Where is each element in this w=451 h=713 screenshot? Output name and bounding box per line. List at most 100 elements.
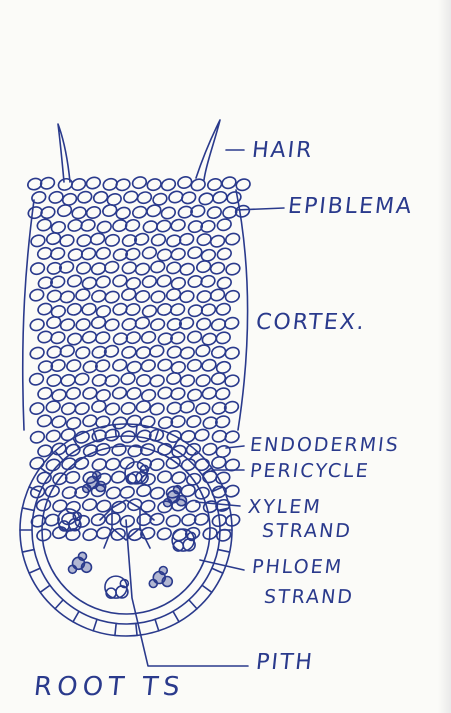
cortex-cell xyxy=(224,232,241,247)
cortex-cell xyxy=(134,289,151,304)
cortex-cell xyxy=(216,217,233,232)
cortex-cell xyxy=(156,248,173,263)
phloem-strand xyxy=(149,567,172,588)
cortex-cell xyxy=(170,247,187,262)
cortex-cell xyxy=(149,486,166,501)
root-outline-right xyxy=(236,190,248,430)
cortex-cell xyxy=(48,190,65,205)
cortex-cell xyxy=(104,233,121,248)
endodermis-cell-wall xyxy=(155,429,159,440)
endodermis-cell-wall xyxy=(115,623,116,635)
cortex-cell xyxy=(165,261,182,276)
cortex-cell xyxy=(111,416,128,431)
cortex-cell xyxy=(215,302,232,317)
cortex-cell xyxy=(156,469,173,484)
cortex-cell xyxy=(52,498,69,513)
label-xylem-2: STRAND xyxy=(261,520,353,542)
cortex-cell xyxy=(194,428,211,443)
cortex-cell xyxy=(85,176,102,191)
cortex-cell xyxy=(36,413,53,428)
cortex-cell xyxy=(111,358,128,373)
cortex-cell xyxy=(140,358,157,373)
cortex-cell xyxy=(105,486,122,501)
caption-root-ts: ROOT TS xyxy=(32,672,186,702)
cortex-cell xyxy=(28,288,45,303)
cortex-cell xyxy=(65,386,82,401)
root-hair-right xyxy=(196,120,220,180)
cortex-cell xyxy=(126,414,143,429)
cortex-cell xyxy=(75,261,92,276)
cortex-cell xyxy=(120,401,137,416)
cortex-cell xyxy=(74,287,91,302)
cortex-cell xyxy=(45,429,62,444)
endodermis-cell-wall xyxy=(155,619,159,630)
cortex-cell xyxy=(66,332,83,347)
cortex-cell xyxy=(111,442,128,457)
endodermis-cell-wall xyxy=(40,585,50,592)
cortex-cell xyxy=(224,513,241,528)
cortex-cell xyxy=(195,317,212,332)
cortex-cell xyxy=(85,205,102,220)
cortex-cell xyxy=(60,373,77,388)
cortex-cell xyxy=(90,512,107,527)
label-endodermis: ENDODERMIS xyxy=(249,434,401,456)
cortex-cell xyxy=(29,430,46,445)
label-pith: PITH xyxy=(255,650,315,675)
endodermis-cell-wall xyxy=(22,550,34,552)
cortex-cell xyxy=(81,276,98,291)
cortex-cell xyxy=(186,245,203,260)
endodermis-cell-wall xyxy=(173,611,179,621)
endodermis-cell-wall xyxy=(55,600,63,609)
label-hair: HAIR xyxy=(251,138,315,163)
endodermis-cell-wall xyxy=(218,550,230,552)
label-cortex: CORTEX. xyxy=(255,310,367,335)
cortex-cell xyxy=(186,358,203,373)
phloem-strand xyxy=(164,486,187,507)
cortex-cell xyxy=(216,247,233,262)
cortex-cell xyxy=(148,344,165,359)
cortex-cell xyxy=(104,290,121,305)
leader-pith xyxy=(126,520,248,666)
endodermis-cell-wall xyxy=(189,451,197,460)
cortex-cell xyxy=(95,274,112,289)
endodermis-cell-wall xyxy=(93,619,97,630)
cortex-cell xyxy=(30,233,47,248)
cortex-cell xyxy=(81,497,98,512)
cortex-cell xyxy=(104,402,121,417)
cortex-cell xyxy=(194,401,211,416)
cortex-cell xyxy=(235,177,252,192)
cortex-cell xyxy=(119,485,136,500)
cortex-cell xyxy=(131,175,148,190)
cortex-cell xyxy=(216,276,233,291)
cortex-cell xyxy=(75,317,92,332)
cortex-cell xyxy=(141,304,158,319)
phloem-strand xyxy=(68,552,91,573)
endodermis-cell-wall xyxy=(136,623,137,635)
root-hair-left xyxy=(58,124,70,182)
cortex-cell xyxy=(170,218,187,233)
endodermis-cell-wall xyxy=(189,600,197,609)
cortex-cell xyxy=(149,260,166,275)
cortex-cell xyxy=(225,262,242,277)
cortex-cell xyxy=(149,402,166,417)
cortex-cell xyxy=(196,232,213,247)
endodermis-cell-wall xyxy=(73,611,79,621)
cortex-cell xyxy=(215,331,232,346)
cortex-cell xyxy=(74,372,91,387)
cortex-cell xyxy=(224,373,241,388)
label-epiblema: EPIBLEMA xyxy=(287,194,415,219)
cortex-cell xyxy=(28,372,45,387)
cortex-cell xyxy=(74,345,91,360)
cortex-cell xyxy=(82,527,99,542)
endodermis-cell-wall xyxy=(212,568,223,573)
cortex-cell xyxy=(121,345,138,360)
cortex-cell xyxy=(156,527,173,542)
cortex-cell xyxy=(140,330,157,345)
cortex-cell xyxy=(121,260,138,275)
cortex-cell xyxy=(104,317,121,332)
cortex-cell xyxy=(91,457,108,472)
cortex-cell xyxy=(90,289,107,304)
cortex-cell xyxy=(71,206,88,221)
cortex-cell xyxy=(224,289,241,304)
